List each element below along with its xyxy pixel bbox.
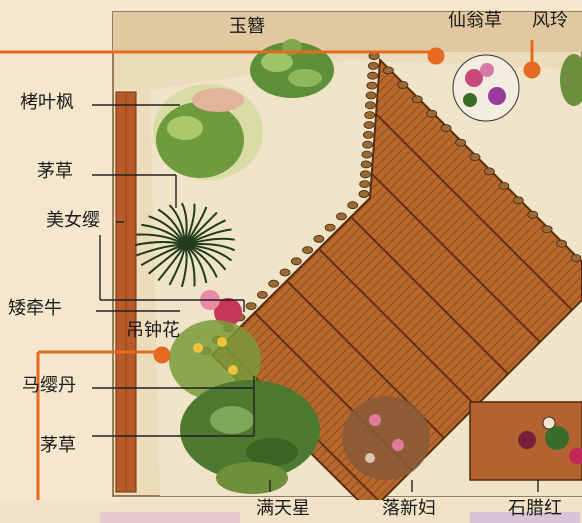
pebble — [359, 180, 371, 189]
pebble — [440, 124, 452, 133]
gypsophila-shrub — [216, 462, 288, 494]
black-leaders — [92, 104, 539, 492]
bottom-photo-hint-2 — [470, 512, 580, 523]
planter-flower-3 — [542, 416, 556, 430]
pebble — [527, 210, 539, 219]
pebble — [367, 62, 379, 70]
pebble — [362, 140, 374, 149]
pebble — [324, 223, 336, 232]
pebble — [290, 257, 302, 266]
grass-blade — [148, 215, 186, 246]
bottom-photo-hint-1 — [100, 512, 240, 523]
pebble — [541, 225, 553, 234]
label-diaozhonghua: 吊钟花 — [126, 320, 180, 341]
grass-blade — [157, 208, 186, 246]
fuchsia-shrub — [169, 320, 261, 400]
grass-blade — [180, 244, 188, 288]
astilbe-shrub — [342, 396, 430, 480]
pebble — [360, 160, 372, 169]
label-mayingdan: 马缨丹 — [22, 375, 76, 396]
pebble — [382, 66, 394, 75]
grass-blade — [168, 204, 186, 246]
grass-blade — [180, 202, 188, 246]
lychnis-planter — [452, 54, 520, 122]
pebble — [512, 196, 524, 205]
pebble — [364, 101, 376, 110]
pebble — [359, 170, 371, 179]
pebble — [426, 109, 438, 118]
planter-flower-4 — [569, 448, 582, 464]
label-maocao-top: 茅草 — [37, 161, 73, 182]
planter-flower-2 — [545, 426, 569, 450]
pebble — [368, 52, 380, 60]
pebble — [363, 121, 375, 129]
label-lingyefeng: 栲叶枫 — [20, 92, 74, 113]
pebble — [367, 71, 379, 80]
hosta-plant — [250, 39, 334, 98]
planter-flower-1 — [518, 431, 536, 449]
pebble — [302, 246, 314, 255]
label-meinuying: 美女缨 — [46, 210, 100, 231]
pebble — [498, 181, 510, 190]
label-yuzan: 玉簪 — [229, 16, 265, 37]
label-mantianxing: 满天星 — [256, 498, 310, 519]
pebble — [455, 138, 467, 147]
pebble — [364, 111, 376, 119]
pebble — [469, 153, 481, 161]
pebble — [483, 167, 495, 176]
pebble — [313, 234, 325, 243]
pebble — [268, 279, 280, 288]
pebble — [366, 81, 378, 90]
pebble — [365, 91, 377, 100]
pebble — [279, 268, 291, 277]
pebble — [245, 302, 257, 311]
pebble — [256, 290, 268, 299]
maple-shrub — [153, 84, 263, 180]
pebble — [335, 212, 347, 221]
pebble — [556, 239, 567, 248]
label-xianwengcao: 仙翁草 — [448, 10, 502, 31]
pebble — [397, 81, 409, 89]
label-maocao-bottom: 茅草 — [40, 435, 76, 456]
pebble — [361, 150, 373, 159]
grass-clump-bottom — [180, 380, 320, 480]
windbell-plant — [560, 54, 582, 106]
label-aiqianniu: 矮牵牛 — [8, 298, 62, 319]
pebble — [358, 190, 370, 198]
label-luoxinfu: 落新妇 — [382, 498, 436, 519]
label-fengling: 风玲 — [532, 10, 568, 31]
pebble — [570, 254, 582, 262]
grass-blade — [134, 241, 186, 246]
pebble — [411, 95, 423, 104]
pebble-border — [200, 52, 582, 355]
label-shilahong: 石腊红 — [508, 498, 562, 519]
back-wall — [113, 12, 582, 52]
grass-clump-top — [134, 202, 236, 288]
pebble — [347, 201, 359, 210]
pebble — [362, 130, 374, 139]
orange-leaders — [0, 40, 541, 523]
